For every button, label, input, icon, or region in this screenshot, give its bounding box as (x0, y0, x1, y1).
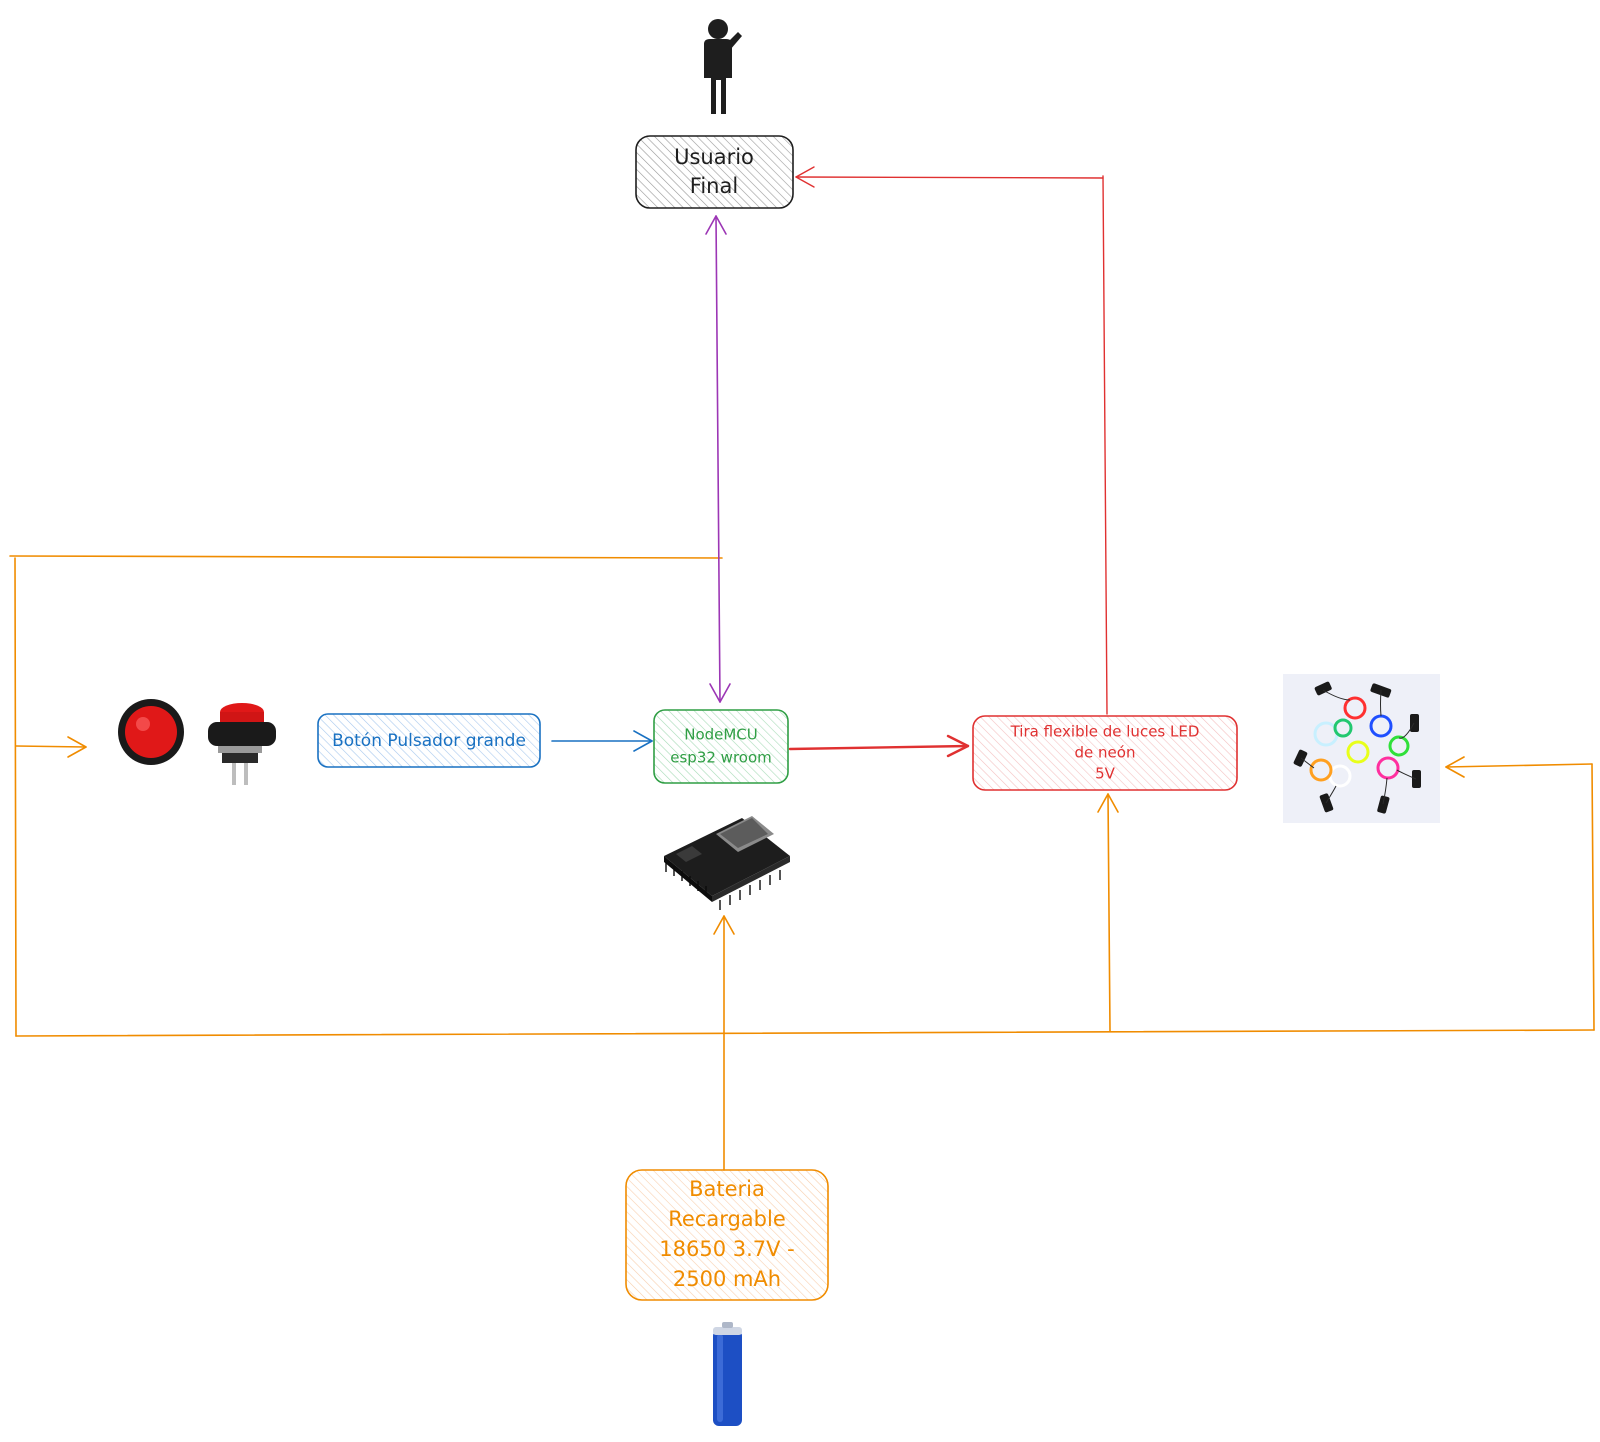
bateria-box (625, 1169, 829, 1301)
power-line-to-leds (1445, 763, 1593, 768)
signal-arrowhead (633, 730, 653, 752)
light-arrowhead-tira (946, 734, 970, 758)
node-nodemcu[interactable]: NodeMCU esp32 wroom (653, 709, 789, 784)
node-tira-led[interactable]: Tira flexible de luces LED de neón 5V (972, 715, 1238, 791)
power-arrowhead-button (67, 736, 87, 758)
user-line-vertical (715, 215, 721, 703)
power-line-left (14, 557, 17, 1037)
usuario-box (635, 135, 794, 209)
power-arrowhead-tira (1097, 793, 1119, 813)
red-push-button-image (118, 699, 276, 785)
user-edge (705, 215, 731, 703)
tira-label-line-2: de neón (1075, 744, 1136, 762)
nodemcu-label-line-2: esp32 wroom (670, 749, 772, 767)
esp32-board-image (664, 816, 790, 910)
bateria-label-line-2: Recargable (668, 1207, 786, 1231)
signal-edge (551, 730, 653, 752)
bateria-label-line-4: 2500 mAh (673, 1267, 781, 1291)
nodemcu-label-line-1: NodeMCU (684, 726, 758, 744)
tira-label-line-1: Tira flexible de luces LED (1010, 723, 1200, 741)
power-line-bottom (15, 1029, 1595, 1037)
bateria-label-line-1: Bateria (689, 1177, 765, 1201)
node-usuario-final[interactable]: Usuario Final (635, 135, 794, 209)
el-wire-led-strips-image (1283, 674, 1440, 823)
18650-battery-image (713, 1322, 742, 1426)
user-arrowhead-bottom (709, 683, 731, 703)
power-line-right (1591, 763, 1595, 1031)
power-arrowhead-esp32 (713, 915, 735, 935)
light-arrowhead-user (795, 166, 815, 188)
boton-box (317, 713, 541, 768)
power-arrowhead-leds (1445, 756, 1465, 778)
light-edges (788, 166, 1108, 758)
power-edges (9, 555, 1595, 1171)
tira-label-line-3: 5V (1095, 765, 1116, 783)
boton-label: Botón Pulsador grande (332, 731, 526, 751)
bateria-label-line-3: 18650 3.7V - (659, 1237, 795, 1261)
power-line-to-button (15, 745, 87, 748)
usuario-label-line-2: Final (690, 174, 738, 198)
light-line-to-user (795, 176, 1104, 179)
user-arrowhead-top (705, 215, 727, 235)
tira-box (972, 715, 1238, 791)
power-line-top (9, 555, 723, 559)
power-line-to-tira (1107, 793, 1111, 1032)
person-icon (704, 19, 742, 114)
nodemcu-box (653, 709, 789, 784)
light-line-nodemcu-to-tira (788, 744, 970, 751)
node-boton-pulsador[interactable]: Botón Pulsador grande (317, 713, 541, 768)
node-bateria[interactable]: Bateria Recargable 18650 3.7V - 2500 mAh (625, 1169, 829, 1301)
light-line-tira-up (1102, 175, 1108, 715)
edges (9, 166, 1595, 1171)
usuario-label-line-1: Usuario (674, 145, 754, 169)
